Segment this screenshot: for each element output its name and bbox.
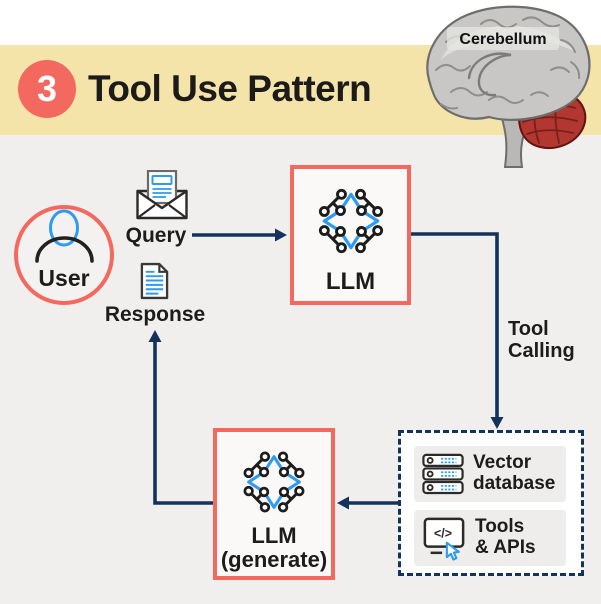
user-node: [14, 205, 114, 305]
tools-group-box: Vector database </> Tools & APIs: [398, 430, 584, 576]
user-icon: [35, 209, 94, 263]
vector-database-icon: [422, 453, 464, 495]
vector-database-line1: Vector: [473, 452, 532, 474]
step-number-badge: 3: [18, 60, 76, 118]
brain-caption: Cerebellum: [459, 31, 546, 48]
query-label: Query: [125, 224, 187, 247]
cursor-icon: [445, 541, 460, 561]
neural-network-icon: [318, 188, 383, 254]
response-label: Response: [104, 303, 206, 326]
llm-label: LLM: [325, 268, 376, 295]
tools-apis-line2: & APIs: [475, 537, 536, 558]
tools-apis-panel: </> Tools & APIs: [414, 510, 566, 566]
response-document-icon: [140, 262, 169, 300]
llm-node: LLM: [290, 165, 411, 305]
page-title: Tool Use Pattern: [88, 68, 372, 109]
brain-icon: Cerebellum: [426, 5, 591, 168]
user-label: User: [38, 265, 90, 291]
brain-illustration: Cerebellum: [411, 0, 601, 170]
tools-apis-label: Tools & APIs: [475, 517, 536, 558]
tool-calling-line1: Tool: [508, 318, 549, 340]
vector-database-label: Vector database: [473, 453, 555, 494]
llm-generate-label: LLM (generate): [220, 523, 328, 573]
tool-calling-line2: Calling: [508, 340, 575, 363]
tools-apis-line1: Tools: [475, 516, 525, 538]
vector-database-panel: Vector database: [414, 446, 566, 502]
neural-network-icon: [243, 451, 305, 513]
tool-calling-label: Tool Calling: [508, 318, 575, 363]
tools-apis-icon: </>: [423, 517, 465, 561]
code-glyph: </>: [434, 527, 452, 541]
step-number: 3: [36, 68, 58, 109]
query-envelope-icon: [136, 170, 188, 220]
llm-generate-line1: LLM: [251, 523, 297, 548]
llm-generate-line2: (generate): [220, 547, 328, 573]
vector-database-line2: database: [473, 473, 556, 494]
llm-generate-node: LLM (generate): [213, 428, 335, 580]
